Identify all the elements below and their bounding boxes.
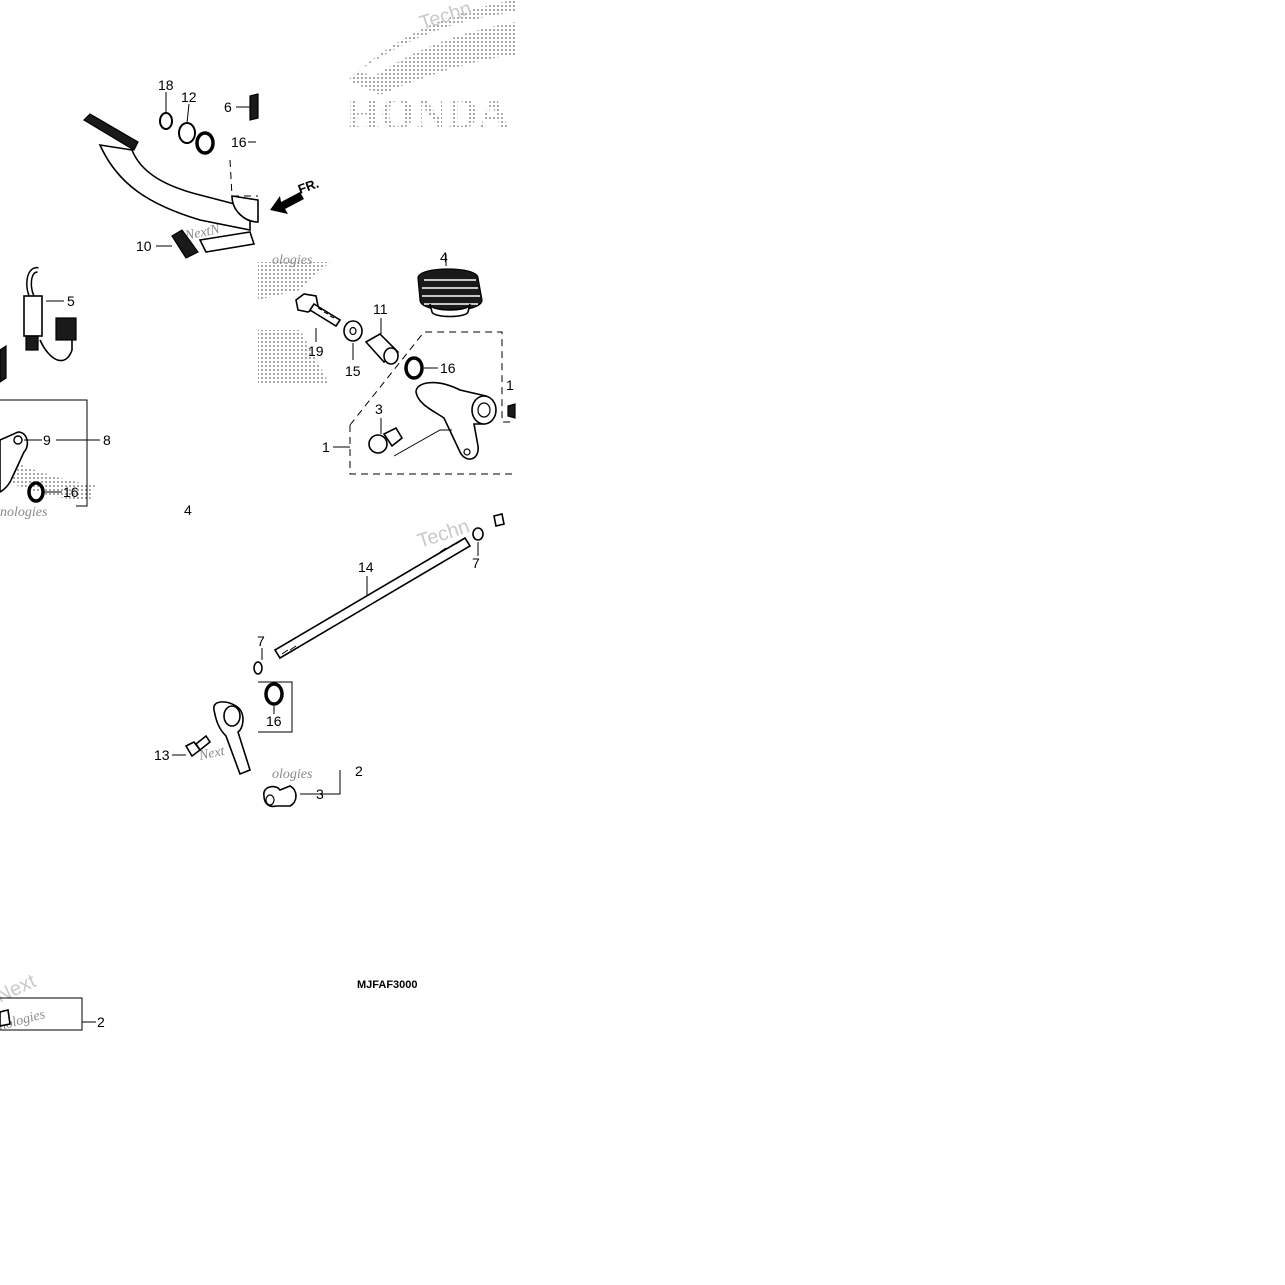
callout-19: 19 (308, 343, 324, 359)
bolt-19 (295, 293, 342, 328)
callout-2: 2 (355, 763, 363, 779)
honda-wing-watermark: HONDA (346, 0, 515, 138)
callout-2: 2 (97, 1014, 105, 1030)
watermark-text: nologies (0, 505, 48, 520)
callout-16: 16 (266, 713, 282, 729)
callout-6: 6 (224, 99, 232, 115)
watermark-text: Next (197, 744, 227, 764)
oring-16 (264, 682, 284, 706)
washer-18 (159, 112, 173, 130)
brake-switch-5 (0, 267, 77, 383)
rubber-peg-4 (417, 268, 483, 318)
pivot-arm-9 (0, 431, 29, 493)
watermark-text: Next (0, 970, 40, 1008)
callout-3: 3 (316, 786, 324, 802)
callout-4: 4 (184, 502, 192, 518)
callout-13: 13 (154, 747, 170, 763)
honda-brand-watermark: HONDA (346, 89, 510, 138)
diagram-code: MJFAF3000 (357, 979, 418, 991)
callout-15: 15 (345, 363, 361, 379)
oring-16 (404, 356, 424, 380)
shift-arm-2 (213, 701, 251, 776)
ball-joint-3 (368, 426, 404, 454)
bolt-13 (184, 734, 212, 758)
nut-7 (253, 661, 263, 675)
oring-16 (27, 481, 45, 503)
callout-10: 10 (136, 238, 152, 254)
callout-16: 16 (231, 134, 247, 150)
callout-14: 14 (358, 559, 374, 575)
shift-rod-14 (273, 536, 472, 660)
direction-label: FR. (296, 176, 321, 197)
callout-16: 16 (440, 360, 456, 376)
ball-joint-3 (263, 785, 297, 808)
callout-18: 18 (158, 77, 174, 93)
callout-11: 11 (373, 301, 388, 317)
honda-wing-watermark-left (0, 262, 330, 500)
front-direction-arrow: FR. (270, 176, 321, 214)
brake-pedal (83, 113, 259, 259)
callout-3: 3 (375, 401, 383, 417)
callout-7: 7 (257, 633, 265, 649)
pin-6 (249, 93, 259, 121)
callout-12: 12 (181, 89, 197, 105)
callout-7: 7 (472, 555, 480, 571)
nut-7 (472, 527, 484, 541)
collar-11 (364, 333, 400, 365)
callout-9: 9 (43, 432, 51, 448)
watermark-text: ologies (272, 767, 313, 782)
callout-5: 5 (67, 293, 75, 309)
callout-4: 4 (440, 249, 448, 265)
watermark-text: ologies (272, 253, 313, 268)
callout-1: 1 (506, 377, 514, 393)
callout-8: 8 (103, 432, 111, 448)
callout-16: 16 (63, 484, 79, 500)
shift-arm-1 (415, 381, 497, 460)
washer-12 (178, 122, 196, 144)
callout-1: 1 (322, 439, 330, 455)
oring-16 (195, 131, 215, 155)
